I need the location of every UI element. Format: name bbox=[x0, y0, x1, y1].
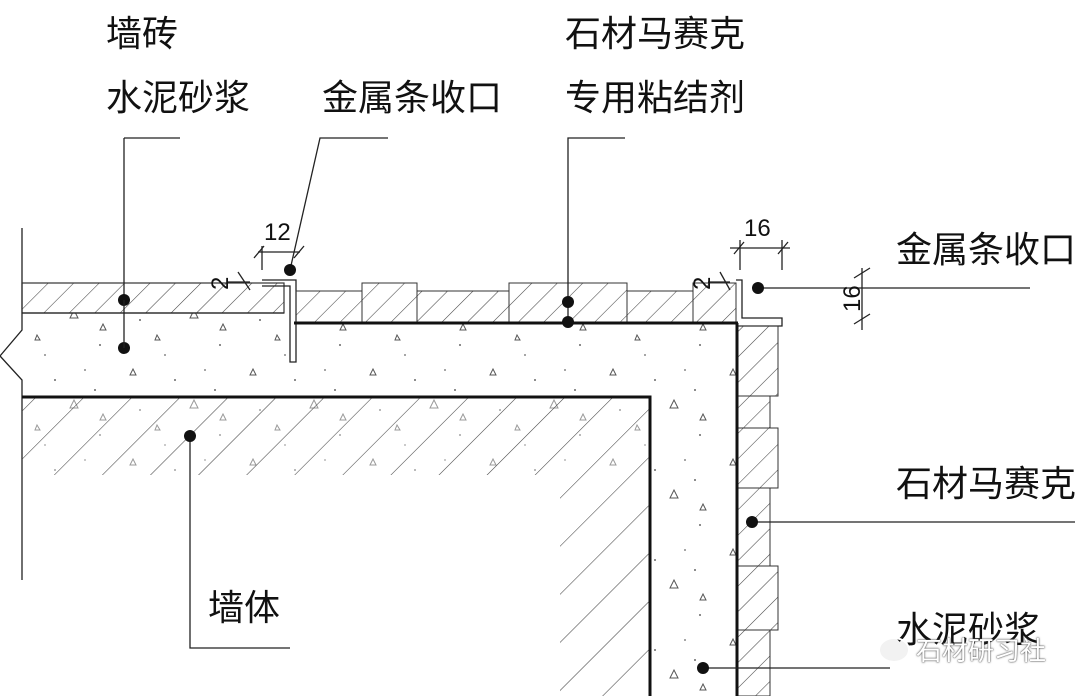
mortar-layer-left bbox=[22, 312, 294, 397]
label-wall-body: 墙体 bbox=[208, 588, 280, 629]
label-wall-tile: 墙砖 bbox=[106, 14, 178, 55]
wechat-icon bbox=[877, 636, 910, 663]
label-metal-strip-left: 金属条收口 bbox=[322, 78, 502, 119]
left-break-line bbox=[0, 228, 23, 580]
label-stone-mosaic-right: 石材马赛克 bbox=[896, 464, 1076, 505]
label-metal-strip-right: 金属条收口 bbox=[896, 230, 1076, 271]
mosaic-top-layer bbox=[294, 282, 738, 325]
watermark: 石材研习社 bbox=[877, 631, 1046, 668]
wall-body bbox=[22, 395, 652, 696]
dim-16-top: 16 bbox=[744, 215, 771, 242]
mosaic-right-layer bbox=[735, 323, 779, 696]
watermark-text: 石材研习社 bbox=[915, 637, 1046, 667]
mortar-layer-corner bbox=[294, 323, 736, 696]
dim-2-right: 2 bbox=[689, 277, 716, 290]
dim-2-left: 2 bbox=[207, 277, 234, 290]
metal-strip-left bbox=[262, 279, 297, 363]
label-cement-mortar-top: 水泥砂浆 bbox=[106, 78, 250, 119]
label-stone-mosaic-top: 石材马赛克 bbox=[565, 14, 745, 55]
dim-12: 12 bbox=[264, 219, 291, 246]
label-adhesive: 专用粘结剂 bbox=[565, 78, 745, 119]
dimension-marks bbox=[228, 240, 871, 330]
wall-tile-layer bbox=[21, 282, 285, 314]
dim-16-right: 16 bbox=[839, 285, 866, 312]
leaders bbox=[118, 137, 1075, 674]
label-cement-mortar-right: 水泥砂浆 bbox=[896, 610, 1040, 651]
